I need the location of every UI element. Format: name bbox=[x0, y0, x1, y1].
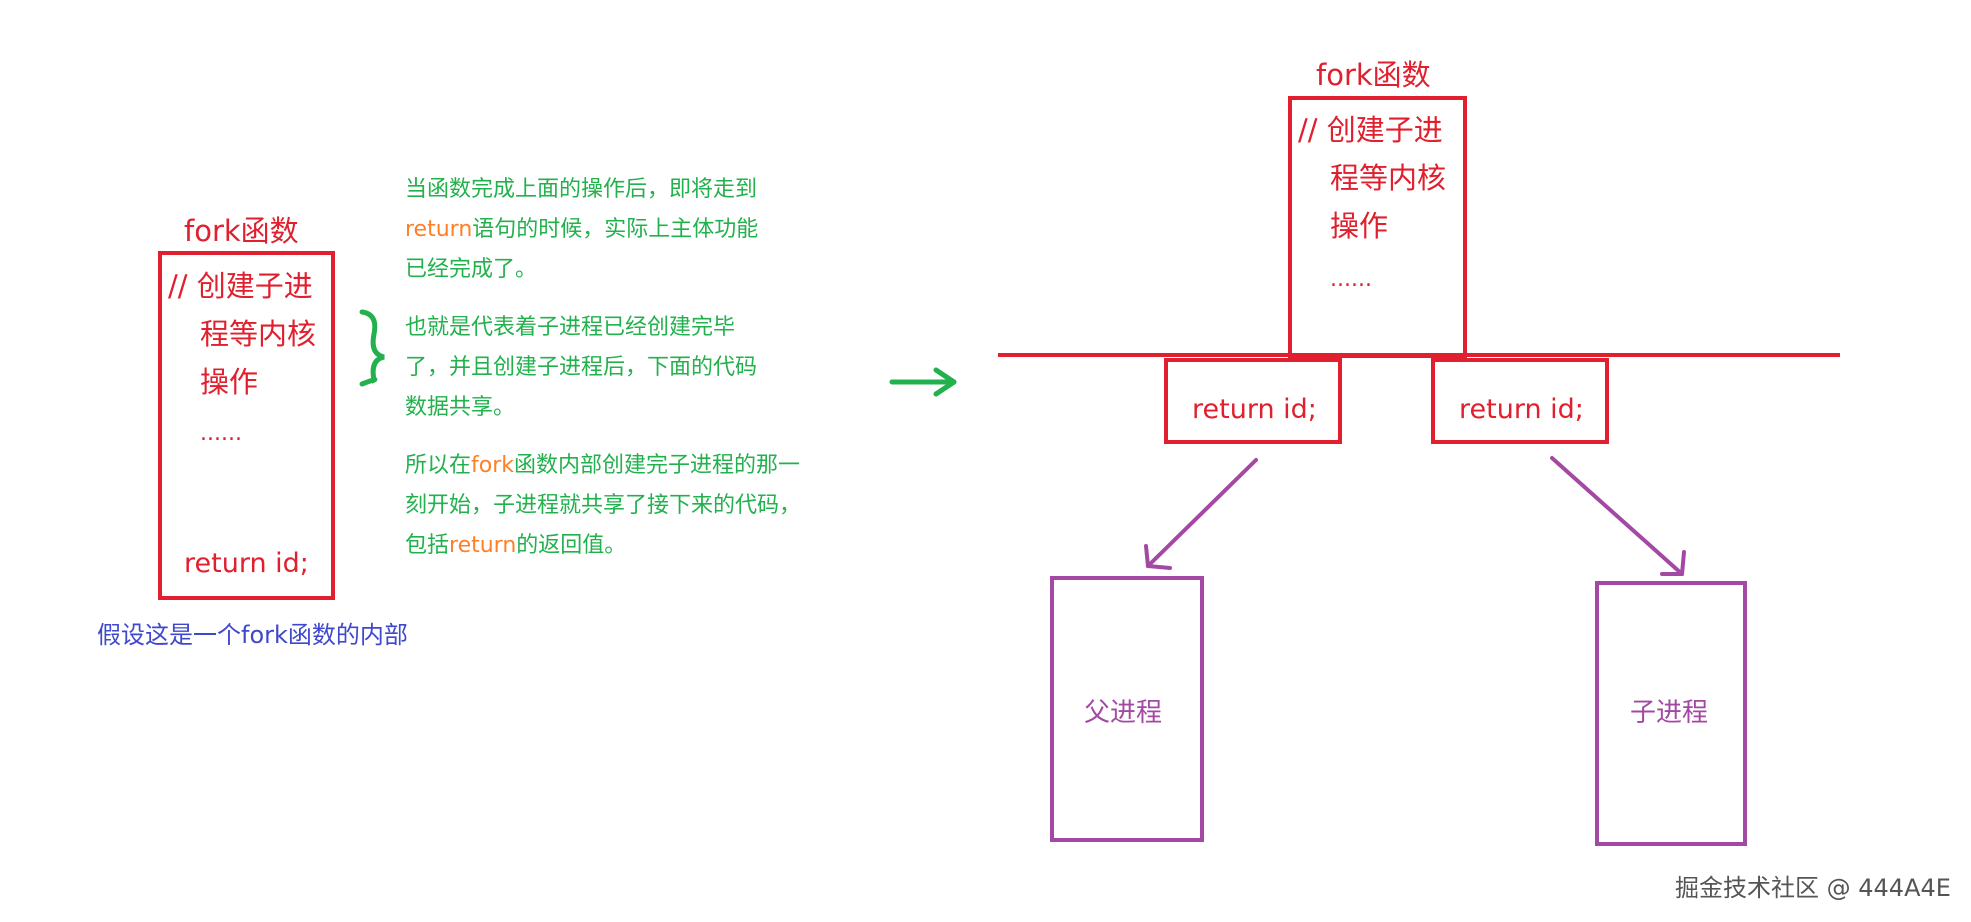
arrow-to-parent bbox=[1144, 458, 1258, 570]
return-left-label: return id; bbox=[1192, 394, 1317, 425]
parent-process-box bbox=[1050, 576, 1204, 842]
note-p3-line3-rest: 的返回值。 bbox=[516, 533, 627, 558]
note-p1-line3: 已经完成了。 bbox=[405, 257, 538, 282]
keyword-return: return bbox=[405, 217, 473, 242]
arrow-to-child bbox=[1550, 456, 1686, 576]
left-title: fork函数 bbox=[184, 214, 299, 248]
note-p3-line1: 所以在fork函数内部创建完子进程的那一 bbox=[405, 446, 800, 486]
return-right-label: return id; bbox=[1459, 394, 1584, 425]
left-code-comment-2: 程等内核 bbox=[200, 317, 317, 351]
note-p2-line3: 数据共享。 bbox=[405, 395, 516, 420]
watermark: 掘金技术社区 @ 444A4E bbox=[1675, 874, 1951, 902]
right-code-comment-2: 程等内核 bbox=[1330, 161, 1447, 195]
right-code-comment-3: 操作 bbox=[1330, 209, 1389, 243]
green-brace bbox=[359, 309, 385, 387]
green-right-arrow bbox=[889, 367, 957, 397]
left-code-comment-1: // 创建子进 bbox=[168, 269, 313, 303]
keyword-return-2: return bbox=[449, 533, 517, 558]
note-p3-line3-prefix: 包括 bbox=[405, 533, 450, 558]
note-p2-line2: 了，并且创建子进程后，下面的代码 bbox=[405, 355, 758, 380]
return-box-right bbox=[1431, 358, 1609, 444]
left-code-box bbox=[158, 251, 335, 600]
return-box-left bbox=[1164, 358, 1342, 444]
parent-process-label: 父进程 bbox=[1084, 698, 1163, 728]
note-p1-line1: 当函数完成上面的操作后，即将走到 bbox=[405, 177, 758, 202]
left-code-ellipsis: ...... bbox=[200, 421, 242, 446]
note-p1-line2-rest: 语句的时候，实际上主体功能 bbox=[472, 217, 759, 242]
keyword-fork: fork bbox=[471, 453, 515, 478]
child-process-box bbox=[1595, 581, 1747, 846]
right-code-ellipsis: ...... bbox=[1330, 267, 1372, 292]
left-caption: 假设这是一个fork函数的内部 bbox=[97, 621, 408, 649]
note-p3-line3: 包括return的返回值。 bbox=[405, 526, 626, 566]
right-code-comment-1: // 创建子进 bbox=[1298, 113, 1443, 147]
left-code-comment-3: 操作 bbox=[200, 365, 259, 399]
note-p2-line1: 也就是代表着子进程已经创建完毕 bbox=[405, 315, 736, 340]
note-p3-line1-rest: 函数内部创建完子进程的那一 bbox=[514, 453, 801, 478]
right-title: fork函数 bbox=[1316, 58, 1431, 92]
note-p1-line2: return语句的时候，实际上主体功能 bbox=[405, 210, 758, 250]
note-p3-prefix: 所以在 bbox=[405, 453, 472, 478]
left-code-return: return id; bbox=[184, 548, 309, 579]
child-process-label: 子进程 bbox=[1630, 698, 1709, 728]
note-p3-line2: 刻开始，子进程就共享了接下来的代码， bbox=[405, 493, 802, 518]
